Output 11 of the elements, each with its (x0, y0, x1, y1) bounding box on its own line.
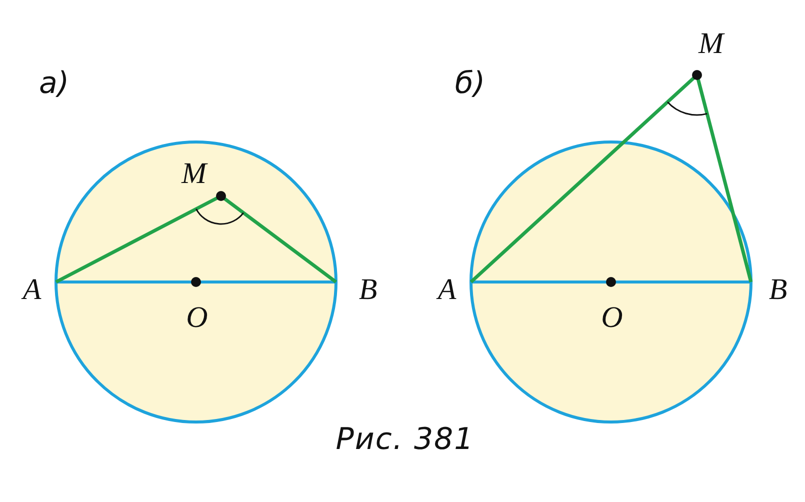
point-label: M (182, 159, 206, 189)
point-label: A (22, 275, 42, 305)
subfigure-label: а) (38, 69, 70, 99)
point-label: B (768, 275, 788, 305)
figure-caption: Рис. 381 (336, 425, 474, 455)
point-label: M (698, 29, 724, 59)
point-label: O (601, 303, 623, 333)
point-label: B (358, 275, 378, 305)
point-label: O (186, 303, 208, 333)
subfigure-label: б) (454, 69, 486, 99)
point-label: A (438, 275, 456, 305)
